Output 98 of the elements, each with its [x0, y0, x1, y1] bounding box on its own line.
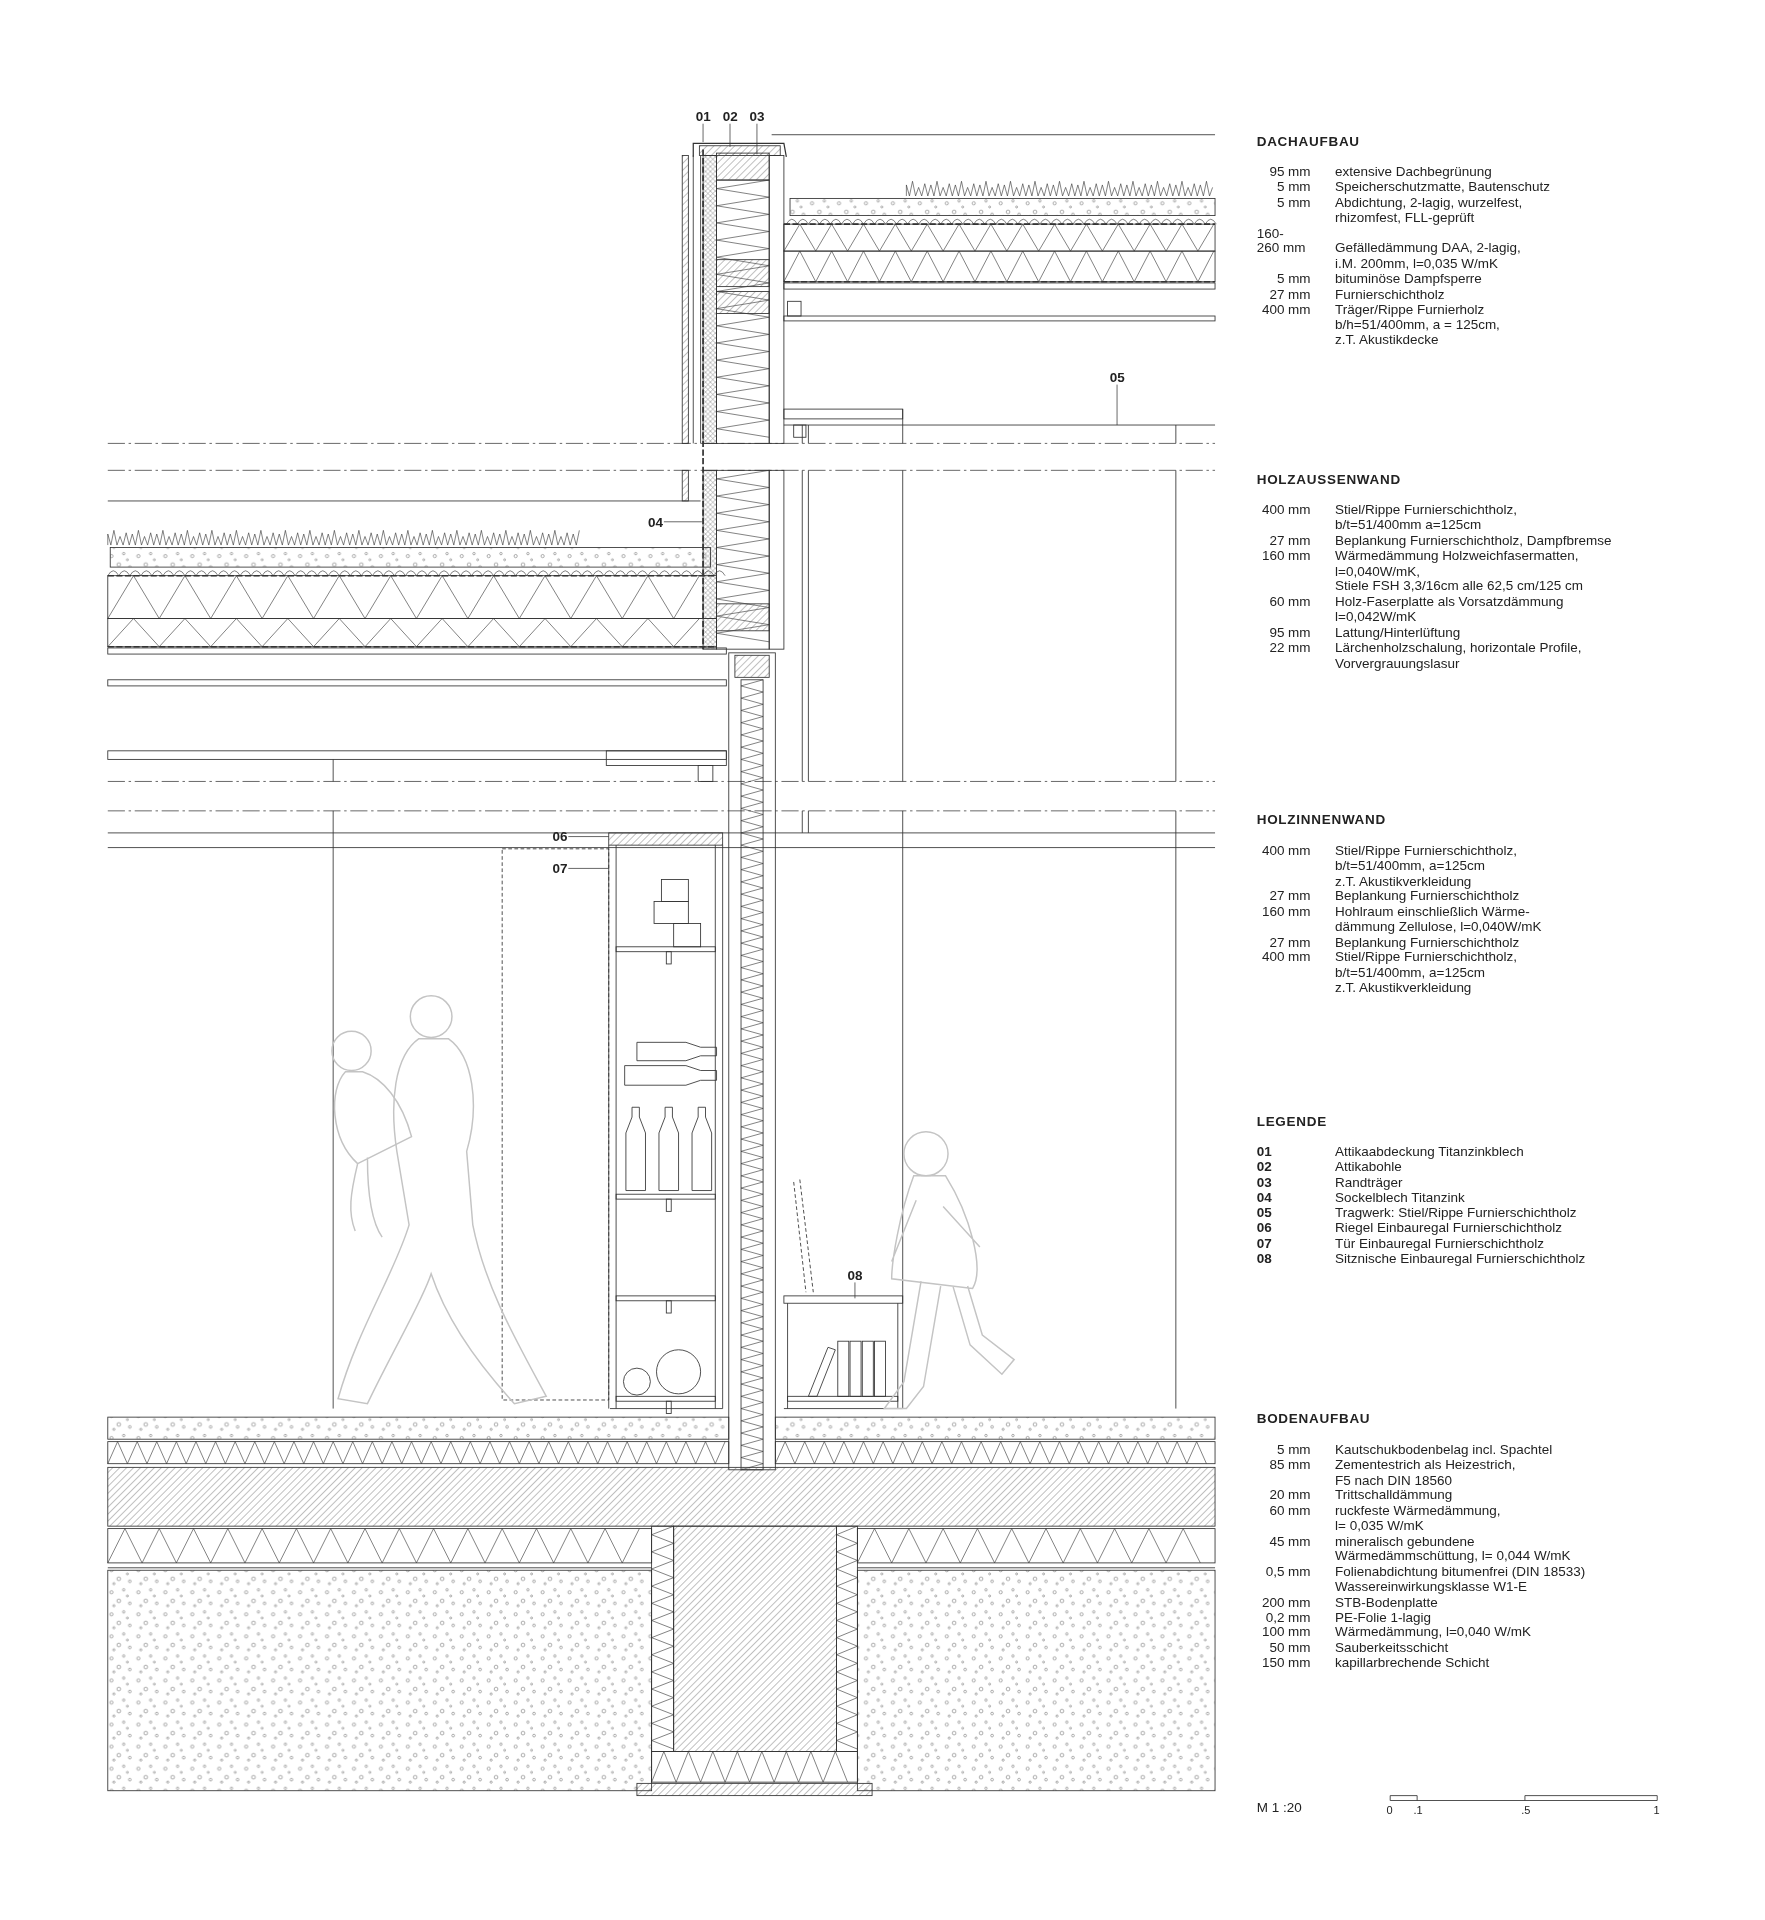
layer-description: bituminöse Dampfsperre — [1335, 270, 1482, 287]
layer-thickness: 27 mm — [1268, 934, 1311, 950]
layer-description: Speicherschutzmatte, Bautenschutz — [1335, 179, 1550, 195]
layer-description: Holz-Faserplatte als Vorsatzdämmung l=0,042W/mK — [1335, 593, 1564, 625]
scale-tick-label: 1 — [1653, 1803, 1660, 1819]
layer-thickness: 5 mm — [1275, 1441, 1311, 1457]
callout-number: 08 — [1256, 1250, 1272, 1266]
layer-thickness: 5 mm — [1275, 194, 1311, 210]
legend-description: Sitznische Einbauregal Furnierschichtholz — [1335, 1250, 1586, 1266]
layer-description: Folienabdichtung bitumenfrei (DIN 18533) Wassereinwirkungsklasse W1-E — [1335, 1563, 1586, 1595]
legend-description: Tragwerk: Stiel/Rippe Furnierschichtholz — [1335, 1205, 1577, 1221]
leader-line — [567, 868, 610, 869]
layer-thickness: 160 mm — [1260, 903, 1311, 919]
layer-description: Kautschukbodenbelag incl. Spachtel — [1335, 1441, 1553, 1457]
layer-description: STB-Bodenplatte — [1335, 1594, 1438, 1610]
layer-thickness: 160 mm — [1260, 547, 1311, 564]
callout-number: 07 — [1256, 1235, 1272, 1251]
callout-number: 03 — [1256, 1174, 1272, 1190]
layer-description: Träger/Rippe Furnierholz b/h=51/400mm, a = 125cm, z.T. Akustikdecke — [1335, 301, 1500, 348]
section-heading: BODENAUFBAU — [1256, 1411, 1371, 1427]
callout-number: 04 — [1256, 1189, 1272, 1205]
callout-number: 03 — [749, 109, 765, 125]
layer-thickness: 200 mm — [1260, 1594, 1311, 1610]
callout-number: 01 — [695, 109, 711, 125]
legend-description: Riegel Einbauregal Furnierschichtholz — [1335, 1220, 1562, 1236]
layer-thickness: 400 mm — [1260, 842, 1311, 858]
layer-thickness: 5 mm — [1275, 270, 1311, 287]
section-heading: DACHAUFBAU — [1256, 133, 1360, 149]
layer-thickness: 400 mm — [1260, 502, 1311, 518]
leader-line — [1116, 384, 1118, 426]
layer-thickness: 27 mm — [1268, 532, 1311, 548]
layer-thickness: 95 mm — [1268, 164, 1311, 180]
layer-description: Trittschalldämmung — [1335, 1487, 1453, 1503]
layer-thickness: 95 mm — [1268, 624, 1311, 640]
scale-tick-label: .5 — [1521, 1803, 1531, 1819]
layer-description: kapillarbrechende Schicht — [1335, 1655, 1490, 1671]
callout-number: 01 — [1256, 1144, 1272, 1160]
callout-number: 02 — [722, 109, 738, 125]
leader-line — [663, 521, 703, 523]
layer-thickness: 0,5 mm — [1264, 1563, 1311, 1579]
layer-description: Wärmedämmung, l=0,040 W/mK — [1335, 1624, 1531, 1640]
scale-tick-label: 0 — [1386, 1803, 1393, 1819]
layer-description: Lärchenholzschalung, horizontale Profile, Vorvergrauungslasur — [1335, 639, 1582, 670]
layer-description: Beplankung Furnierschichtholz — [1335, 888, 1520, 904]
layer-thickness: 20 mm — [1268, 1487, 1311, 1503]
layer-description: mineralisch gebundene Wärmedämmschüttung, l= 0,044 W/mK — [1335, 1533, 1571, 1564]
layer-thickness: 150 mm — [1260, 1655, 1311, 1671]
callout-number: 05 — [1256, 1205, 1272, 1221]
layer-thickness: 60 mm — [1268, 593, 1311, 609]
leader-line — [729, 123, 731, 148]
legend-description: Attikabohle — [1335, 1159, 1402, 1175]
layer-thickness: 0,2 mm — [1264, 1609, 1311, 1625]
callout-number: 04 — [647, 514, 663, 530]
legend-description: Randträger — [1335, 1174, 1403, 1190]
section-heading: HOLZINNENWAND — [1256, 812, 1386, 828]
layer-description: Stiel/Rippe Furnierschichtholz, b/t=51/400mm a=125cm — [1335, 502, 1518, 533]
layer-thickness: 400 mm — [1260, 949, 1311, 965]
legend-description: Sockelblech Titanzink — [1335, 1189, 1465, 1205]
layer-description: Beplankung Furnierschichtholz, Dampfbremse — [1335, 532, 1612, 548]
layer-description: Stiel/Rippe Furnierschichtholz, b/t=51/400mm, a=125cm z.T. Akustikverkleidung — [1335, 842, 1518, 889]
layer-description: Wärmedämmung Holzweichfasermatten, l=0,040W/mK, Stiele FSH 3,3/16cm alle 62,5 cm/125 cm — [1335, 547, 1583, 594]
layer-thickness: 27 mm — [1268, 286, 1311, 302]
callout-number: 06 — [1256, 1220, 1272, 1236]
layer-description: Furnierschichtholz — [1335, 286, 1445, 302]
layer-description: Sauberkeitsschicht — [1335, 1639, 1449, 1656]
legend-description: Attikaabdeckung Titanzinkblech — [1335, 1144, 1524, 1160]
layer-description: Zementestrich als Heizestrich, F5 nach DIN 18560 — [1335, 1456, 1516, 1488]
scale-tick-label: .1 — [1413, 1803, 1423, 1819]
layer-thickness: 22 mm — [1268, 639, 1311, 655]
layer-thickness: 5 mm — [1275, 179, 1311, 195]
callout-number: 06 — [552, 829, 568, 845]
layer-thickness: 100 mm — [1260, 1624, 1311, 1640]
layer-thickness: 27 mm — [1268, 888, 1311, 904]
layer-description: extensive Dachbegrünung — [1335, 164, 1492, 180]
callout-number: 05 — [1109, 369, 1125, 386]
layer-description: Stiel/Rippe Furnierschichtholz, b/t=51/400mm, a=125cm z.T. Akustikverkleidung — [1335, 949, 1518, 996]
layer-thickness: 60 mm — [1268, 1502, 1311, 1518]
legend-description: Tür Einbauregal Furnierschichtholz — [1335, 1235, 1545, 1251]
layer-description: Lattung/Hinterlüftung — [1335, 624, 1461, 640]
layer-thickness: 85 mm — [1268, 1456, 1311, 1473]
layer-thickness: 45 mm — [1268, 1533, 1311, 1549]
leader-line — [702, 123, 704, 143]
layer-thickness: 50 mm — [1268, 1639, 1311, 1656]
layer-description: Hohlraum einschließlich Wärme- dämmung Zellulose, l=0,040W/mK — [1335, 903, 1542, 935]
leader-line — [567, 836, 610, 837]
layer-description: PE-Folie 1-lagig — [1335, 1609, 1431, 1625]
layer-description: Abdichtung, 2-lagig, wurzelfest, rhizomfest, FLL-geprüft — [1335, 194, 1523, 226]
layer-description: Beplankung Furnierschichtholz — [1335, 934, 1520, 950]
layer-thickness: 400 mm — [1260, 301, 1311, 317]
callout-number: 08 — [847, 1267, 863, 1283]
scale-note: M 1 :20 — [1256, 1799, 1302, 1815]
callout-number: 02 — [1256, 1159, 1272, 1175]
section-heading: LEGENDE — [1256, 1113, 1327, 1129]
layer-thickness: 160- 260 mm — [1256, 225, 1306, 256]
section-heading: HOLZAUSSENWAND — [1256, 471, 1401, 487]
leader-line — [756, 123, 758, 155]
callout-number: 07 — [552, 861, 568, 877]
leader-line — [854, 1282, 856, 1299]
